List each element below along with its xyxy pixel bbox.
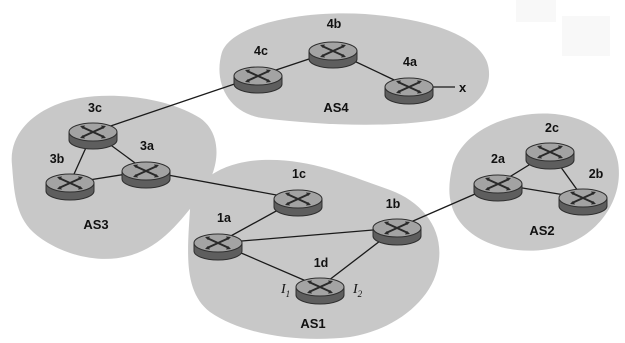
as1-label: AS1 (300, 316, 325, 331)
as3-label: AS3 (83, 217, 108, 232)
router-4a-icon (384, 77, 434, 105)
as2-region (449, 113, 619, 251)
as-labels: AS1 AS2 AS3 AS4 (83, 100, 554, 331)
interface-labels: I1 I2 (280, 282, 363, 299)
as1-region (188, 159, 440, 339)
as-regions (11, 13, 619, 339)
router-2b-icon (558, 188, 608, 216)
label-3c: 3c (88, 101, 102, 115)
label-3a: 3a (140, 139, 155, 153)
as2-label: AS2 (529, 223, 554, 238)
label-2a: 2a (491, 152, 506, 166)
label-4b: 4b (327, 17, 342, 31)
router-4b-icon (308, 41, 358, 69)
router-3c-icon (68, 122, 118, 150)
link-3c-4c (92, 75, 259, 133)
label-1a: 1a (217, 211, 232, 225)
label-4c: 4c (254, 44, 268, 58)
destination-x-label: x (459, 80, 467, 95)
router-labels: 1a 1b 1c 1d 2a 2b 2c 3a 3b 3c 4a 4b 4c (50, 17, 604, 270)
router-2a-icon (473, 174, 523, 202)
router-2c-icon (525, 142, 575, 170)
router-1b-icon (372, 218, 422, 246)
label-4a: 4a (403, 55, 418, 69)
router-3b-icon (45, 173, 95, 201)
label-1b: 1b (386, 197, 401, 211)
router-4c-icon (233, 66, 283, 94)
label-1c: 1c (292, 167, 306, 181)
router-1c-icon (273, 189, 323, 217)
link-1c-3a (145, 170, 299, 200)
as4-label: AS4 (323, 100, 349, 115)
router-3a-icon (121, 161, 171, 189)
router-1d-icon (295, 277, 345, 305)
router-1a-icon (193, 233, 243, 261)
link-1a-1b (217, 227, 398, 244)
label-2b: 2b (589, 167, 604, 181)
label-1d: 1d (314, 256, 329, 270)
interface-i1-label: I1 (280, 282, 290, 299)
background-decoration (516, 0, 610, 56)
as3-region (11, 95, 217, 259)
interface-i2-label: I2 (352, 282, 363, 299)
label-2c: 2c (545, 121, 559, 135)
label-3b: 3b (50, 152, 65, 166)
